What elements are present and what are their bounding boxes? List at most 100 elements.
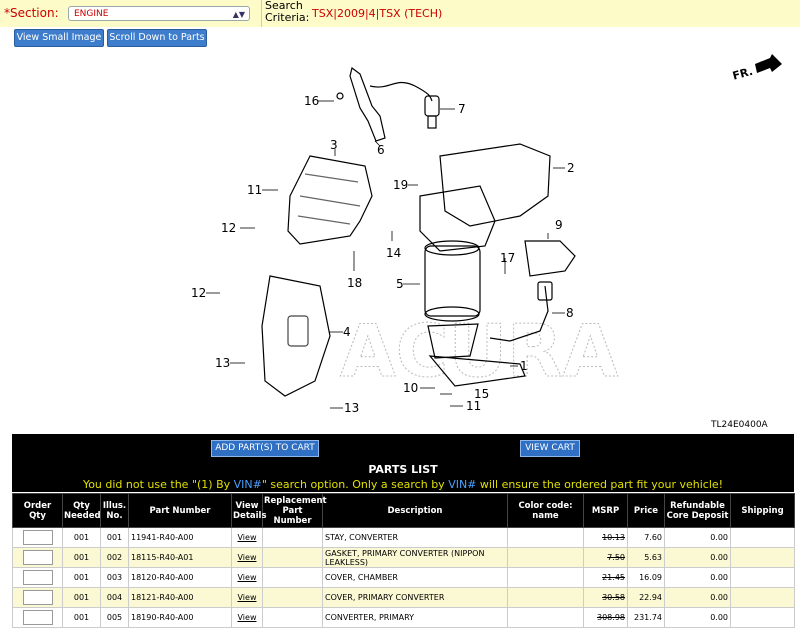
table-header: Order Qty Qty Needed Illus. No. Part Num…	[12, 493, 795, 528]
svg-text:5: 5	[396, 277, 404, 291]
col-replacement: Replacement Part Number	[262, 493, 327, 528]
add-parts-to-cart-button[interactable]: ADD PART(S) TO CART	[211, 440, 319, 457]
table-row: 001 003 18120-R40-A00 View COVER, CHAMBE…	[12, 567, 795, 588]
svg-text:14: 14	[386, 246, 401, 260]
front-arrow-icon: FR.	[731, 54, 782, 83]
svg-text:3: 3	[330, 138, 338, 152]
section-select[interactable]: ENGINE ▲▼	[68, 6, 250, 21]
order-qty-input[interactable]	[22, 610, 53, 625]
msrp: 21.45	[583, 567, 628, 588]
view-small-image-button[interactable]: View Small Image	[14, 29, 104, 47]
msrp: 10.13	[583, 527, 628, 548]
price: 16.09	[627, 567, 665, 588]
part-number: 18115-R40-A01	[128, 547, 232, 568]
search-criteria-label: Search Criteria:	[265, 0, 310, 24]
acura-watermark: ACURA	[340, 309, 618, 393]
parts-diagram: ACURA FR.	[191, 54, 782, 430]
view-details-link[interactable]: View	[237, 613, 257, 622]
heat-shield	[439, 143, 551, 227]
description: COVER, PRIMARY CONVERTER	[322, 587, 508, 608]
col-description: Description	[322, 493, 508, 528]
svg-text:10: 10	[403, 381, 418, 395]
col-color: Color code: name	[507, 493, 584, 528]
primary-converter	[419, 185, 526, 387]
order-qty-input[interactable]	[22, 550, 53, 565]
view-details-link[interactable]: View	[237, 573, 257, 582]
svg-text:6: 6	[377, 143, 385, 157]
description: CONVERTER, PRIMARY	[322, 607, 508, 628]
bracket	[524, 240, 576, 277]
scroll-down-to-parts-button[interactable]: Scroll Down to Parts	[107, 29, 207, 47]
table-row: 001 004 18121-R40-A00 View COVER, PRIMAR…	[12, 587, 795, 608]
svg-text:18: 18	[347, 276, 362, 290]
vin-link[interactable]: VIN#	[448, 478, 477, 491]
svg-text:12: 12	[191, 286, 206, 300]
svg-text:4: 4	[343, 325, 351, 339]
cart-actions-bar: ADD PART(S) TO CART VIEW CART	[12, 434, 794, 462]
msrp: 308.98	[583, 607, 628, 628]
svg-text:9: 9	[555, 218, 563, 232]
price: 5.63	[627, 547, 665, 568]
col-order-qty: Order Qty	[12, 493, 63, 528]
core-deposit: 0.00	[664, 547, 731, 568]
svg-text:1: 1	[520, 359, 528, 373]
select-arrows-icon: ▲▼	[232, 10, 245, 19]
svg-text:13: 13	[344, 401, 359, 415]
oxygen-sensor	[489, 285, 549, 342]
part-number: 11941-R40-A00	[128, 527, 232, 548]
core-deposit: 0.00	[664, 607, 731, 628]
col-qty-needed: Qty Needed	[62, 493, 101, 528]
msrp: 30.58	[583, 587, 628, 608]
order-qty-input[interactable]	[22, 590, 53, 605]
col-shipping: Shipping	[730, 493, 795, 528]
col-view-details: View Details	[231, 493, 267, 528]
svg-text:15: 15	[474, 387, 489, 401]
primary-converter-cover	[261, 275, 331, 397]
view-cart-button[interactable]: VIEW CART	[520, 440, 580, 457]
part-number: 18121-R40-A00	[128, 587, 232, 608]
col-core-deposit: Refundable Core Deposit	[664, 493, 731, 528]
view-details-link[interactable]: View	[237, 553, 257, 562]
svg-text:FR.: FR.	[731, 65, 754, 83]
chamber-cover	[287, 155, 373, 245]
svg-text:11: 11	[247, 183, 262, 197]
table-row: 001 005 18190-R40-A00 View CONVERTER, PR…	[12, 607, 795, 628]
vin-link[interactable]: VIN#	[233, 478, 262, 491]
part-number: 18120-R40-A00	[128, 567, 232, 588]
core-deposit: 0.00	[664, 587, 731, 608]
search-criteria-value: TSX|2009|4|TSX (TECH)	[312, 7, 443, 20]
svg-text:16: 16	[304, 94, 319, 108]
leader-lines	[206, 100, 565, 409]
price: 231.74	[627, 607, 665, 628]
col-msrp: MSRP	[583, 493, 628, 528]
part-number: 18190-R40-A00	[128, 607, 232, 628]
svg-text:7: 7	[458, 102, 466, 116]
price: 7.60	[627, 527, 665, 548]
msrp: 7.50	[583, 547, 628, 568]
section-label: *Section:	[4, 6, 59, 20]
core-deposit: 0.00	[664, 527, 731, 548]
view-details-link[interactable]: View	[237, 593, 257, 602]
search-bar: *Section: ENGINE ▲▼ Search Criteria: TSX…	[0, 0, 800, 27]
svg-text:2: 2	[567, 161, 575, 175]
description: GASKET, PRIMARY CONVERTER (NIPPON LEAKLE…	[322, 547, 508, 568]
view-details-link[interactable]: View	[237, 533, 257, 542]
order-qty-input[interactable]	[22, 530, 53, 545]
description: STAY, CONVERTER	[322, 527, 508, 548]
diagram-ref-code: TL24E0400A	[710, 420, 769, 430]
vin-warning: You did not use the "(1) By VIN#" search…	[12, 477, 794, 492]
order-qty-input[interactable]	[22, 570, 53, 585]
col-price: Price	[627, 493, 665, 528]
col-illus-no: Illus. No.	[100, 493, 129, 528]
svg-text:12: 12	[221, 221, 236, 235]
section-select-value: ENGINE	[74, 9, 109, 19]
svg-text:8: 8	[566, 306, 574, 320]
parts-table: Order Qty Qty Needed Illus. No. Part Num…	[12, 493, 795, 628]
divider	[261, 0, 262, 27]
table-row: 001 002 18115-R40-A01 View GASKET, PRIMA…	[12, 547, 795, 568]
bracket-and-sensor	[336, 66, 440, 142]
svg-text:17: 17	[500, 251, 515, 265]
svg-text:19: 19	[393, 178, 408, 192]
svg-text:11: 11	[466, 399, 481, 413]
description: COVER, CHAMBER	[322, 567, 508, 588]
